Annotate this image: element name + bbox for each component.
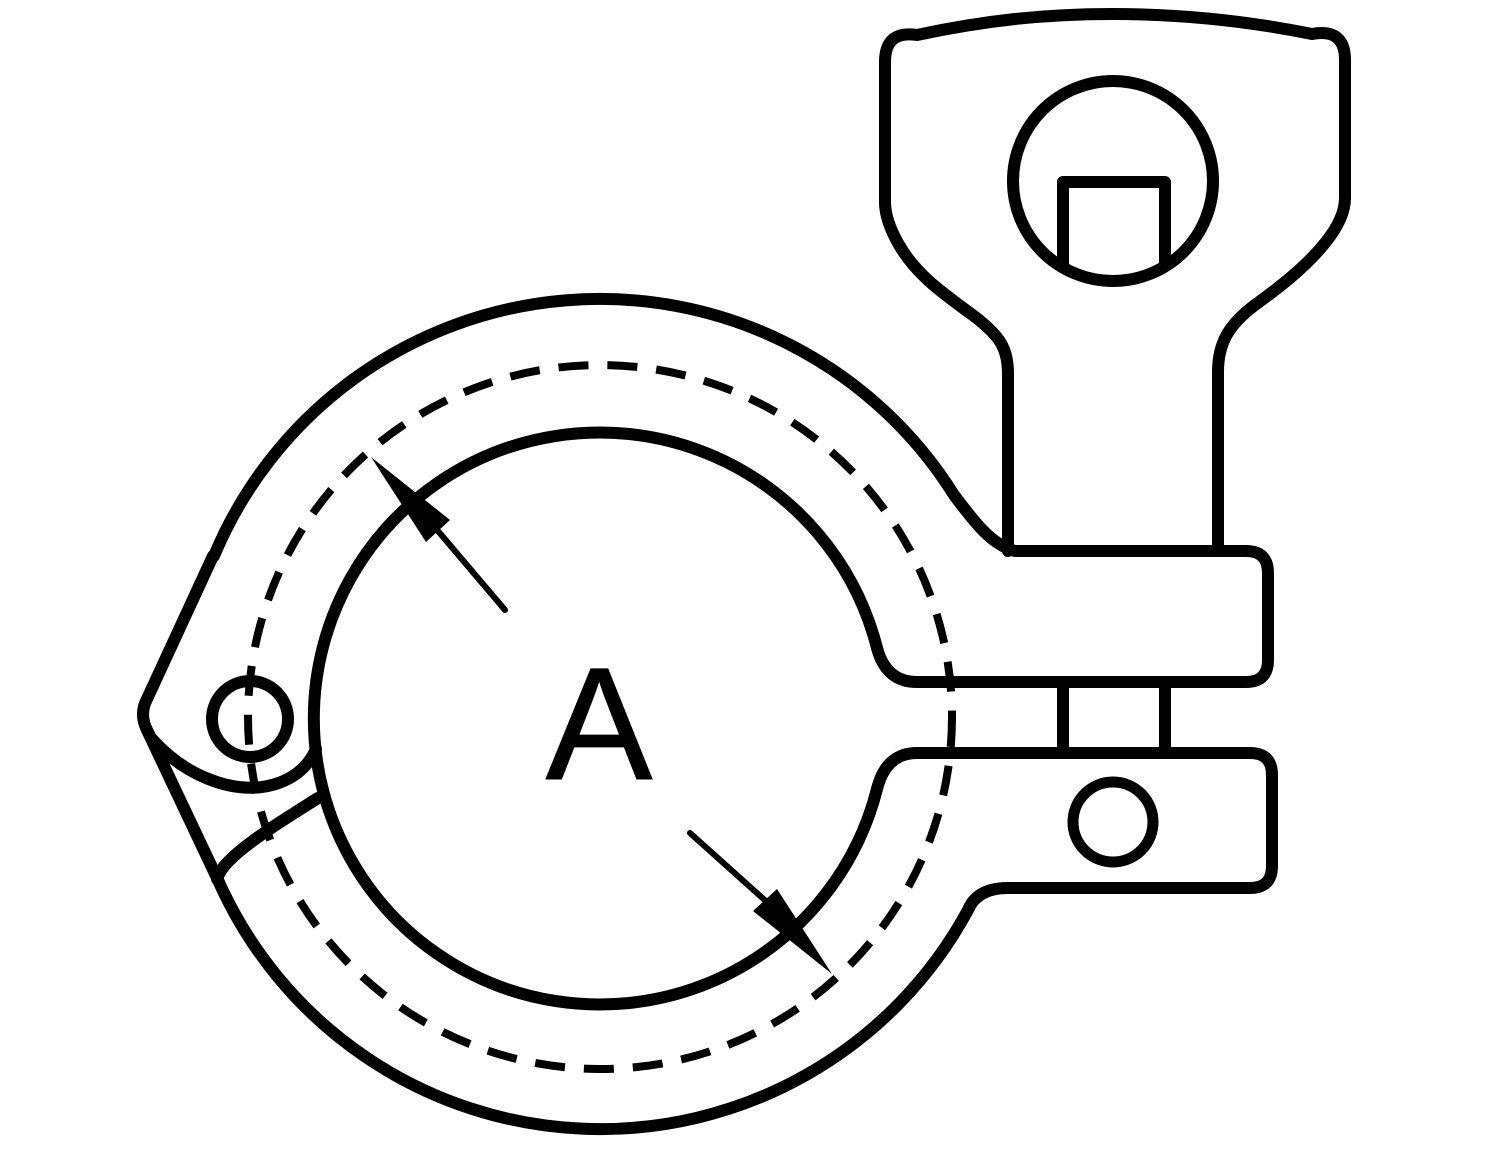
hinge [146,675,324,885]
dimension-arrowhead-upper [371,457,450,542]
lower-band-and-lower-lug-outline [137,550,1278,1136]
dimension-leader-lower [687,830,771,906]
hinge-pin-circle [206,675,294,763]
hinge-bracket-under-pin-edge [146,733,322,794]
wing-nut-square-drive [1057,176,1171,273]
dimension-leader-upper [435,528,508,613]
clamp-band [137,292,1278,1136]
dashed-centerline-circle [244,361,956,1073]
wing-nut-boss-circle [1007,75,1219,287]
dimension-arrowhead-lower [753,889,832,974]
hinge-seam-line [211,792,324,885]
inner-bore-arc [307,426,883,1011]
dimension-label-a: A [546,634,653,813]
upper-band-and-upper-lug-outline [208,292,1274,688]
wing-nut [879,8,1351,557]
lower-lug-hole [1067,776,1159,868]
wing-nut-body-outline [879,8,1351,557]
dimension-a: A [371,457,832,974]
bolt [1057,676,1171,759]
